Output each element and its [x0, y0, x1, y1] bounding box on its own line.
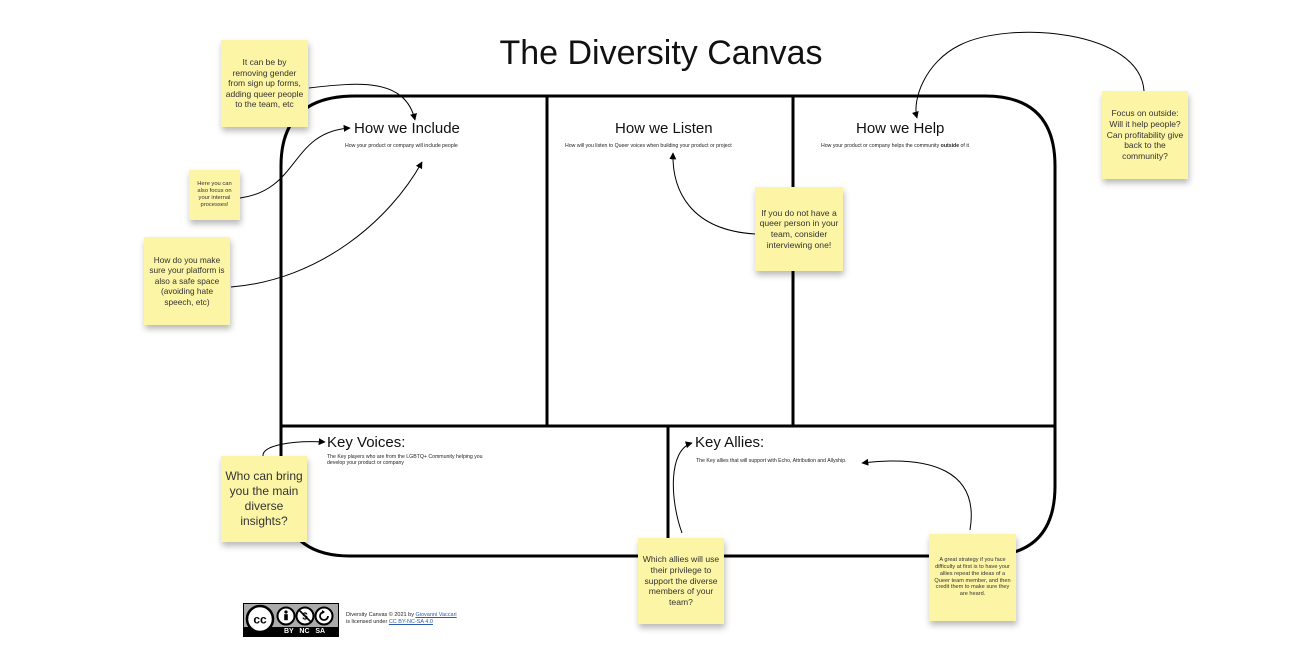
sticky-note-strategy: A great strategy if you face difficulty … [929, 534, 1016, 621]
svg-text:cc: cc [253, 613, 267, 627]
arrow-safe [230, 161, 423, 288]
section-subtitle-include: How your product or company will include… [345, 143, 458, 149]
arrow-outside [911, 31, 1145, 119]
license-credit: Diversity Canvas © 2021 by Giovanni Vacc… [346, 612, 457, 626]
section-title-allies: Key Allies: [695, 434, 765, 451]
credit-line2: is licensed under [346, 619, 389, 625]
arrow-internal [239, 124, 351, 199]
sticky-note-internal: Here you can also focus on your internal… [189, 170, 240, 220]
arrow-strategy [861, 458, 972, 531]
section-title-listen: How we Listen [615, 120, 713, 137]
page-title: The Diversity Canvas [499, 34, 823, 72]
arrow-queer [669, 152, 756, 235]
section-title-help: How we Help [856, 120, 945, 137]
section-title-voices: Key Voices: [327, 434, 406, 451]
sticky-note-who: Who can bring you the main diverse insig… [221, 456, 307, 542]
section-subtitle-voices: The Key players who are from the LGBTQ+ … [327, 454, 483, 466]
sticky-note-gender: It can be by removing gender from sign u… [221, 40, 308, 127]
section-subtitle-listen: How will you listen to Queer voices when… [565, 143, 732, 149]
arrow-gender [308, 83, 417, 121]
cc-badge-text: BY NC SA [284, 628, 326, 635]
author-link[interactable]: Giovanni Vaccari [415, 612, 457, 618]
section-title-include: How we Include [354, 120, 460, 137]
sticky-note-safe-space: How do you make sure your platform is al… [144, 237, 230, 325]
sticky-note-outside: Focus on outside: Will it help people? C… [1102, 91, 1188, 179]
sticky-note-allies: Which allies will use their privilege to… [638, 538, 724, 624]
sticky-note-queer-person: If you do not have a queer person in you… [755, 187, 843, 271]
arrow-who [262, 438, 326, 457]
credit-line1: Diversity Canvas © 2021 by [346, 612, 416, 618]
cc-badge-icons: cc $ [244, 604, 338, 636]
arrow-allies [672, 441, 693, 534]
section-subtitle-allies: The Key allies that will support with Ec… [696, 458, 847, 464]
license-link[interactable]: CC BY-NC-SA 4.0 [388, 619, 433, 625]
cc-license-badge[interactable]: cc $ BY NC SA [243, 603, 339, 637]
section-subtitle-help: How your product or company helps the co… [821, 143, 969, 149]
